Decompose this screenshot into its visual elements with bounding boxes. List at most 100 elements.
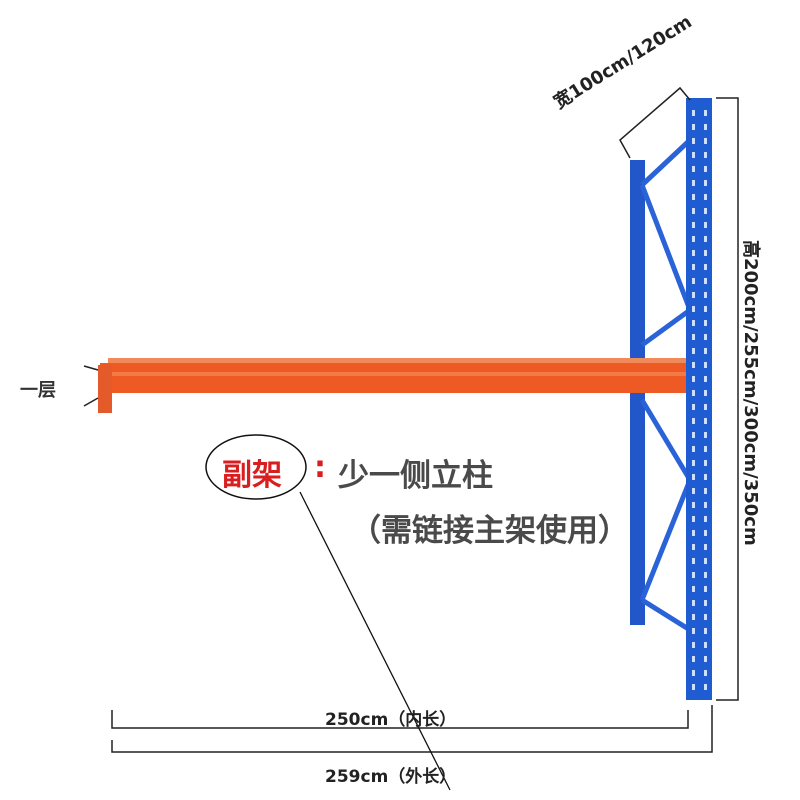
height-label: 高200cm/255cm/300cm/350cm [740,240,761,546]
upright-hole [704,124,707,130]
upright-hole [692,278,695,284]
upright-hole [704,306,707,312]
upright-hole [704,264,707,270]
upright-hole [692,460,695,466]
upright-hole [704,250,707,256]
layer-label: 一层 [20,380,56,401]
beam [100,363,700,393]
upright-hole [704,474,707,480]
upright-hole [704,446,707,452]
upright-hole [692,572,695,578]
upright-hole [692,418,695,424]
upright-hole [692,502,695,508]
beam-connector-left [98,365,112,413]
upright-hole [692,558,695,564]
description-line-1: 少一侧立柱 [338,458,493,494]
upright-hole [704,516,707,522]
upright-hole [692,236,695,242]
upright-hole [692,194,695,200]
upright-hole [704,460,707,466]
upright-hole [692,264,695,270]
upright-hole [704,348,707,354]
upright-hole [704,600,707,606]
upright-hole [692,614,695,620]
upright-hole [692,586,695,592]
callout-ellipse [205,434,307,500]
upright-hole [692,208,695,214]
upright-hole [704,376,707,382]
front-upright [686,98,712,700]
upright-hole [704,502,707,508]
upright-hole [704,418,707,424]
top-deck [108,358,693,364]
upright-hole [692,390,695,396]
upright-hole [692,180,695,186]
upright-hole [692,684,695,690]
upright-hole [704,628,707,634]
upright-hole [692,320,695,326]
inner-length-label: 250cm（内长） [325,710,457,730]
upright-hole [692,110,695,116]
upright-hole [692,656,695,662]
upright-hole [692,292,695,298]
upright-hole [704,558,707,564]
upright-hole [704,152,707,158]
upright-hole [692,376,695,382]
upright-hole [704,362,707,368]
upright-hole [704,390,707,396]
upright-hole [692,488,695,494]
upright-hole [692,642,695,648]
upright-hole [704,320,707,326]
upright-hole [692,628,695,634]
upright-hole [704,278,707,284]
upright-hole [704,292,707,298]
upright-hole [692,516,695,522]
upright-hole [692,404,695,410]
upright-hole [704,194,707,200]
upright-hole [704,334,707,340]
upright-hole [704,586,707,592]
upright-hole [692,362,695,368]
upright-hole [704,614,707,620]
upright-hole [704,572,707,578]
upright-hole [704,180,707,186]
upright-hole [692,222,695,228]
upright-hole [704,684,707,690]
outer-length-label: 259cm（外长） [325,767,457,787]
upright-hole [704,530,707,536]
upright-hole [692,432,695,438]
upright-hole [692,334,695,340]
upright-hole [692,530,695,536]
upright-hole [704,670,707,676]
upright-hole [704,110,707,116]
beam-highlight [100,372,700,376]
upright-hole [692,474,695,480]
upright-holes [692,110,707,690]
upright-hole [692,446,695,452]
dimension-lines [83,86,739,753]
upright-hole [692,544,695,550]
upright-hole [692,306,695,312]
upright-hole [704,222,707,228]
upright-hole [692,166,695,172]
upright-hole [704,404,707,410]
upright-hole [704,236,707,242]
cross-bracing [639,138,693,633]
colon: : [314,450,326,485]
upright-hole [704,166,707,172]
upright-hole [704,208,707,214]
upright-hole [692,152,695,158]
upright-hole [692,600,695,606]
upright-hole [704,656,707,662]
upright-hole [692,348,695,354]
upright-hole [692,670,695,676]
upright-hole [704,432,707,438]
callout-line [299,491,451,791]
upright-hole [704,642,707,648]
upright-hole [704,138,707,144]
upright-hole [704,488,707,494]
sub-frame-label: 副架 [222,458,282,493]
upright-hole [692,138,695,144]
upright-hole [704,544,707,550]
